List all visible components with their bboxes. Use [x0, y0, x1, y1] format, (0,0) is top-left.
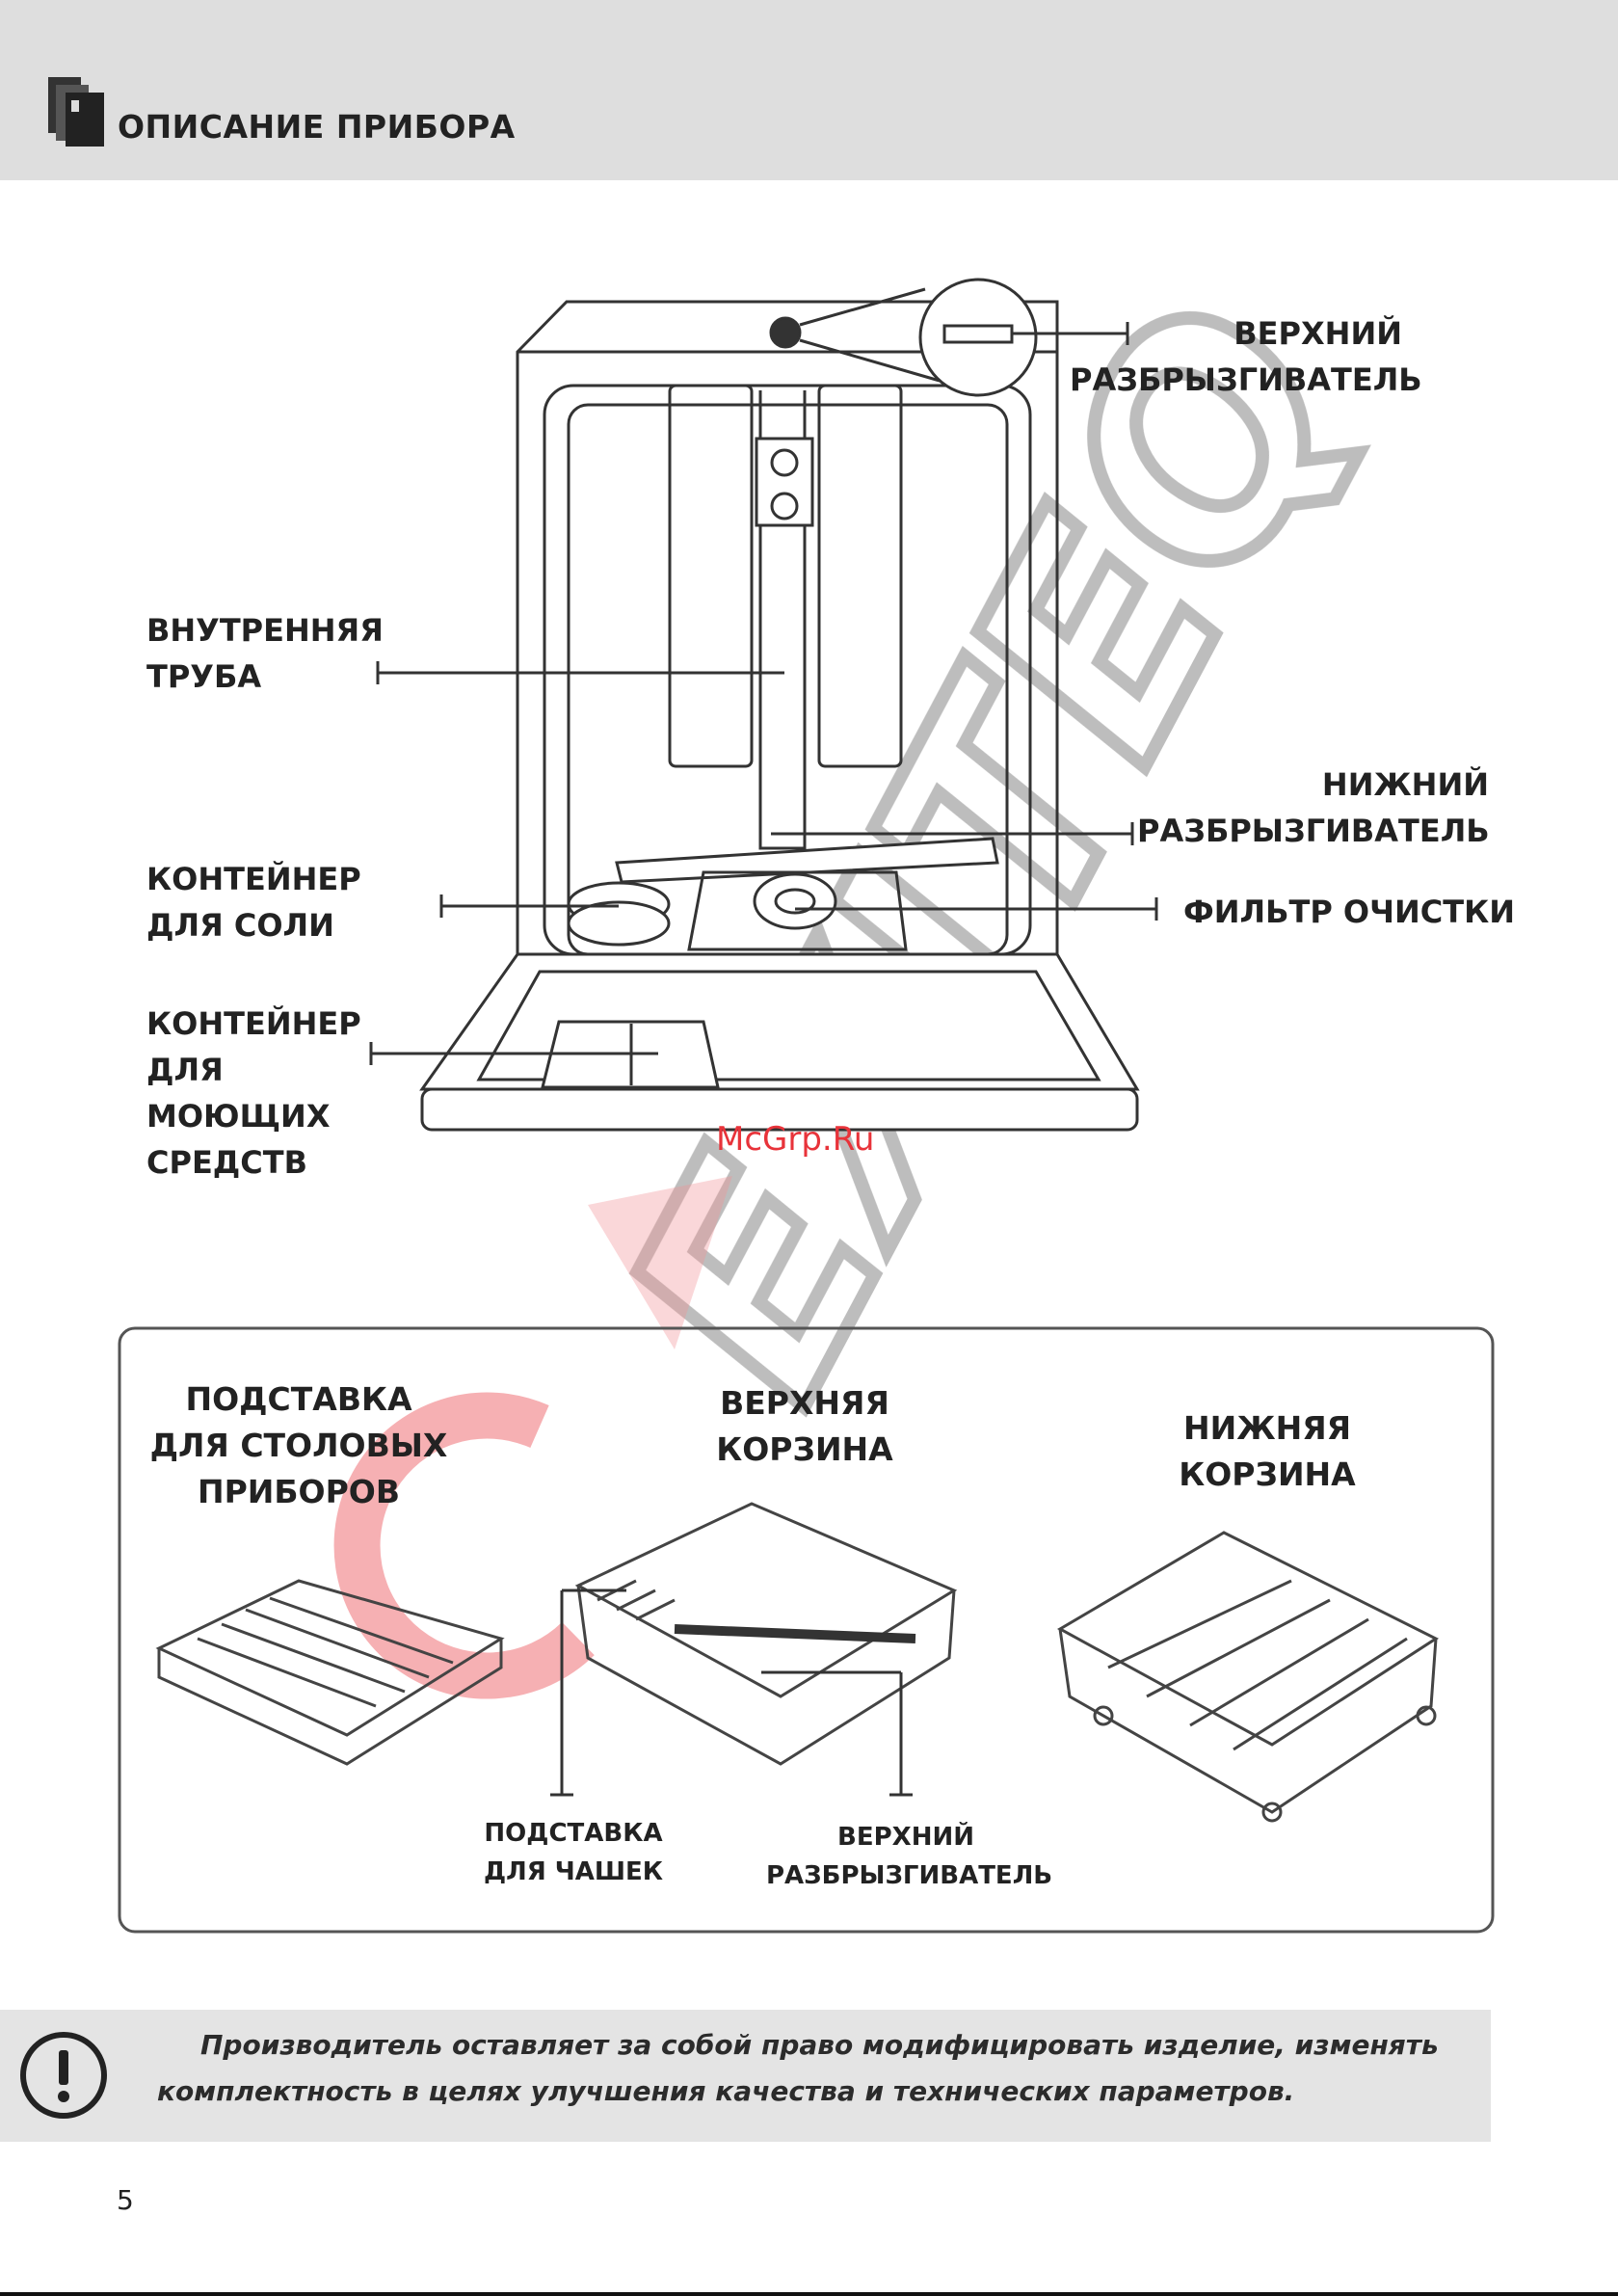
watermark-site: McGrp.Ru — [716, 1120, 875, 1159]
inner-pipe-label: ВНУТРЕННЯЯ ТРУБА — [146, 612, 384, 695]
cutlery-tray-label: ПОДСТАВКА ДЛЯ СТОЛОВЫХ ПРИБОРОВ — [149, 1380, 448, 1510]
page-title: ОПИСАНИЕ ПРИБОРА — [118, 108, 516, 146]
upper-sprayer-label: ВЕРХНИЙ РАЗБРЫЗГИВАТЕЛЬ — [1070, 315, 1422, 398]
page-header — [0, 0, 1618, 180]
bottom-rule — [0, 2292, 1618, 2296]
cup-rack-label: ПОДСТАВКА ДЛЯ ЧАШЕК — [483, 1819, 664, 1886]
salt-container-label: КОНТЕЙНЕР ДЛЯ СОЛИ — [146, 861, 361, 944]
leader-lines — [369, 322, 1158, 1065]
filter-label: ФИЛЬТР ОЧИСТКИ — [1183, 894, 1515, 930]
page-number: 5 — [117, 2184, 134, 2216]
baskets-panel — [118, 1326, 1495, 1934]
note-text: Производитель оставляет за собой право м… — [157, 2022, 1487, 2115]
note-bar — [0, 2010, 1491, 2142]
lower-sprayer-label: НИЖНИЙ РАЗБРЫЗГИВАТЕЛЬ — [1137, 766, 1490, 849]
note-line-1: Производитель оставляет за собой право м… — [200, 2029, 1439, 2061]
detergent-container-label: КОНТЕЙНЕР ДЛЯ МОЮЩИХ СРЕДСТВ — [146, 1005, 361, 1181]
cutlery-tray-drawing — [155, 1579, 505, 1766]
book-icon — [48, 77, 104, 147]
upper-basket-label: ВЕРХНЯЯ КОРЗИНА — [716, 1384, 893, 1468]
exclamation-circle-icon — [20, 2032, 107, 2119]
note-line-2: комплектность в целях улучшения качества… — [157, 2075, 1295, 2107]
basket-upper-sprayer-label: ВЕРХНИЙ РАЗБРЫЗГИВАТЕЛЬ — [766, 1823, 1053, 1890]
upper-sprayer-magnifier — [769, 278, 1038, 397]
lower-basket-label: НИЖНЯЯ КОРЗИНА — [1179, 1409, 1356, 1493]
lower-basket-drawing — [1056, 1531, 1440, 1823]
basket-leader-lines — [550, 1589, 913, 1797]
dishwasher-body — [419, 300, 1140, 1132]
upper-basket-drawing — [574, 1502, 958, 1766]
